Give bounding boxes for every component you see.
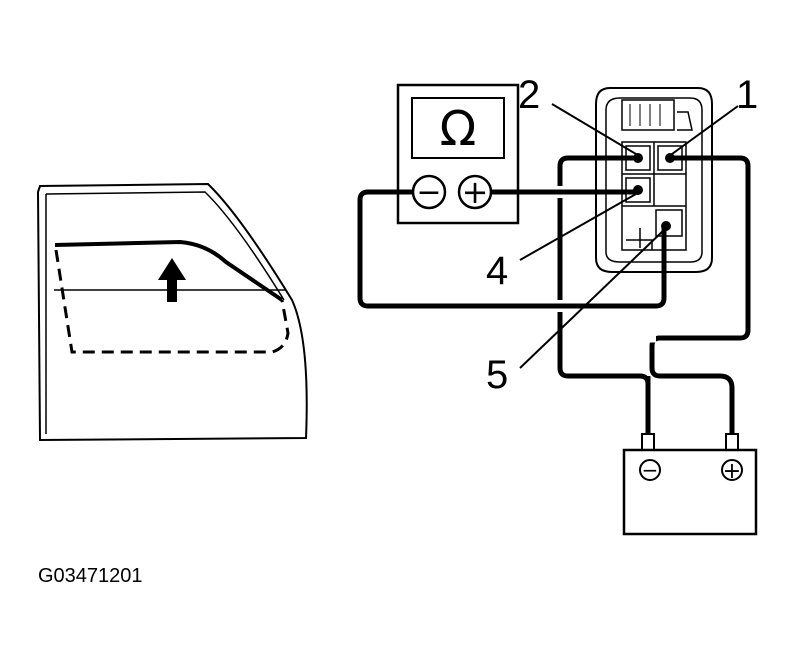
terminal-1-dot (665, 153, 675, 163)
wire-meter-negative-to-terminal-5 (357, 189, 667, 309)
battery-positive-marker (721, 459, 743, 481)
connector-outer-housing (595, 87, 713, 273)
window-glass-top (54, 239, 284, 302)
connector-dividers (622, 142, 686, 207)
connector-latch (677, 111, 693, 131)
battery-negative-marker (639, 459, 661, 481)
connector-lock-ribs (629, 104, 661, 126)
ohmmeter-display (411, 97, 505, 159)
battery-positive-post (725, 433, 739, 451)
connector-inner-housing (605, 97, 703, 263)
door-frame-inner (45, 191, 285, 434)
callout-2: 2 (518, 73, 540, 117)
wire-crossing-redraw (552, 189, 651, 438)
arrow-shaft (167, 278, 177, 302)
leader-5 (519, 229, 665, 369)
connector-lock-tab (621, 99, 675, 131)
ohm-symbol: Ω (440, 101, 477, 157)
leader-2 (551, 103, 637, 155)
battery-negative-post (641, 433, 655, 451)
terminal-dots (633, 153, 675, 231)
door-outline (36, 182, 308, 442)
pin-cavity-5 (655, 209, 683, 237)
callout-4: 4 (486, 249, 508, 293)
terminal-4-dot (633, 185, 643, 195)
wire-terminal-2-to-battery-negative (557, 155, 651, 438)
window-glass-lowered (54, 249, 290, 354)
battery: − + (622, 433, 758, 536)
battery-negative-symbol: − (642, 458, 659, 482)
ohmmeter-negative-symbol: − (416, 175, 441, 210)
figure-code: G03471201 (38, 565, 143, 587)
car-door (36, 182, 308, 442)
terminal-2-dot (633, 153, 643, 163)
ohmmeter-positive-symbol: + (462, 173, 489, 211)
callout-5: 5 (486, 353, 508, 397)
leader-1 (671, 105, 739, 155)
window-up-arrow-icon (158, 258, 186, 302)
arrow-head (158, 258, 186, 280)
switch-connector (595, 87, 713, 273)
leader-4 (519, 193, 637, 261)
callout-1: 1 (736, 73, 758, 117)
terminal-5-dot (661, 221, 671, 231)
connector-bottom-detail (626, 228, 653, 250)
battery-positive-symbol: + (723, 459, 741, 484)
callout-leaders (519, 103, 739, 369)
ohmmeter: Ω − + (396, 83, 520, 225)
